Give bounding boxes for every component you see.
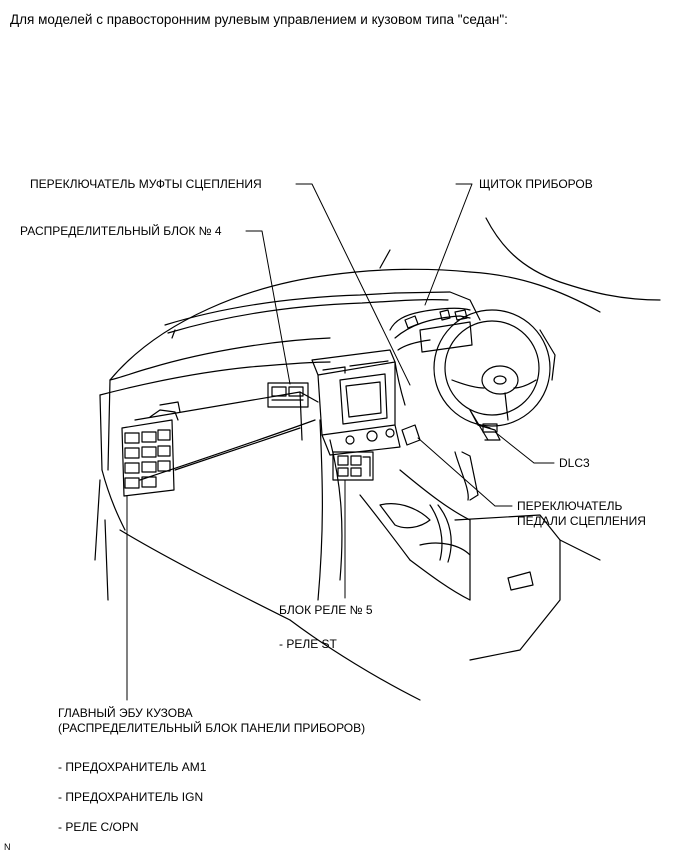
callout-junction-block-4: РАСПРЕДЕЛИТЕЛЬНЫЙ БЛОК № 4	[20, 224, 222, 238]
callout-relay-block-5: БЛОК РЕЛЕ № 5	[279, 603, 373, 617]
callout-fuse-ign: - ПРЕДОХРАНИТЕЛЬ IGN	[58, 790, 204, 804]
callout-main-body-ecu-line1: ГЛАВНЫЙ ЭБУ КУЗОВА	[58, 706, 193, 720]
callout-instrument-panel: ЩИТОК ПРИБОРОВ	[479, 177, 593, 191]
figure-code: N	[4, 842, 11, 852]
callout-main-body-ecu-line2: (РАСПРЕДЕЛИТЕЛЬНЫЙ БЛОК ПАНЕЛИ ПРИБОРОВ)	[58, 721, 366, 735]
callout-dlc3: DLC3	[559, 456, 590, 470]
callout-clutch-pedal-switch-line2: ПЕДАЛИ СЦЕПЛЕНИЯ	[517, 514, 646, 528]
page-heading: Для моделей с правосторонним рулевым упр…	[10, 12, 508, 27]
callout-clutch-switch: ПЕРЕКЛЮЧАТЕЛЬ МУФТЫ СЦЕПЛЕНИЯ	[30, 177, 262, 191]
callout-fuse-am1: - ПРЕДОХРАНИТЕЛЬ AM1	[58, 760, 207, 774]
callout-relay-copn: - РЕЛЕ C/OPN	[58, 820, 139, 834]
callout-relay-st: - РЕЛЕ ST	[279, 637, 337, 651]
callout-clutch-pedal-switch-line1: ПЕРЕКЛЮЧАТЕЛЬ	[517, 499, 623, 513]
